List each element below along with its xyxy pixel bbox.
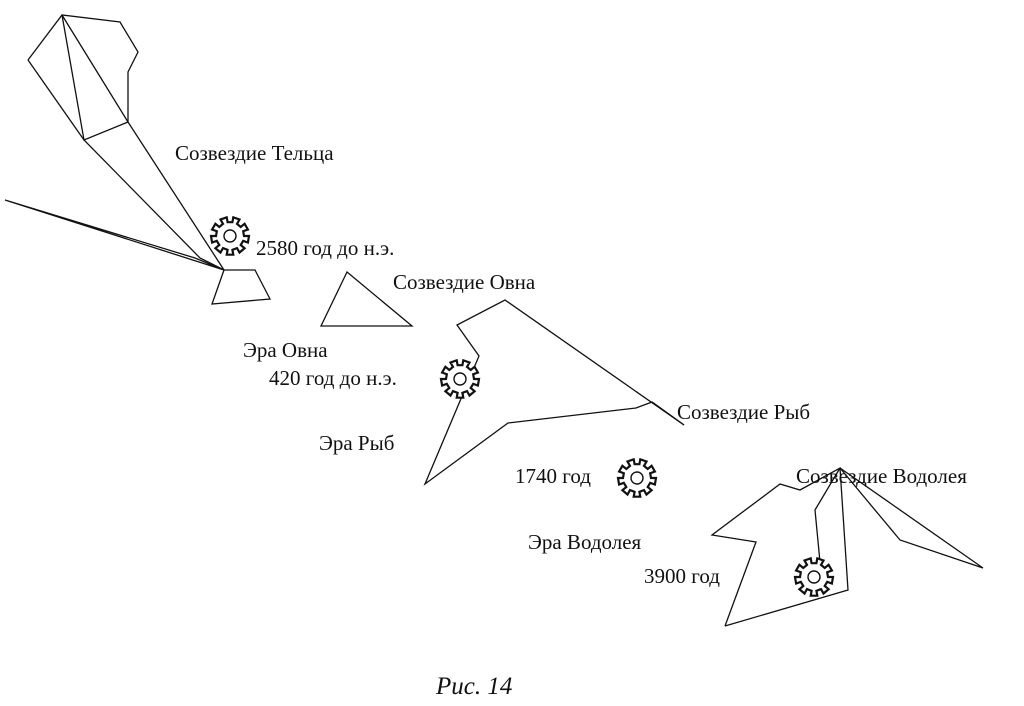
figure-caption: Рис. 14	[436, 673, 513, 700]
sun-markers	[209, 215, 835, 597]
sun-icon-2580-core	[223, 229, 237, 243]
sun-icon-2580-rim	[209, 215, 251, 256]
year-420-label: 420 год до н.э.	[269, 366, 397, 390]
taurus-constellation	[4, 14, 272, 305]
sun-icon-420-core	[453, 372, 467, 386]
year-2580-label: 2580 год до н.э.	[256, 236, 395, 260]
sun-icon-420	[439, 358, 481, 399]
aquarius-constellation	[710, 466, 984, 627]
sun-icon-1740-rim	[616, 457, 658, 498]
sun-icon-1740	[616, 457, 658, 498]
aquarius-label: Созвездие Водолея	[796, 464, 967, 488]
pisces-constellation	[423, 299, 685, 486]
aries-label: Созвездие Овна	[393, 270, 536, 294]
sun-icon-420-rim	[439, 358, 481, 399]
era-aquarius-label: Эра Водолея	[528, 530, 642, 554]
taurus-label: Созвездие Тельца	[175, 141, 334, 165]
era-pisces-label: Эра Рыб	[319, 431, 395, 455]
sun-icon-1740-core	[630, 471, 644, 485]
sun-icon-3900	[793, 556, 835, 597]
pisces-tail-line	[651, 401, 685, 426]
era-aries-label: Эра Овна	[243, 338, 328, 362]
sun-icon-3900-rim	[793, 556, 835, 597]
year-3900-label: 3900 год	[644, 564, 720, 588]
sun-icon-2580	[209, 215, 251, 256]
aries-constellation	[319, 270, 414, 327]
pisces-label: Созвездие Рыб	[677, 400, 811, 424]
year-1740-label: 1740 год	[515, 464, 591, 488]
sun-icon-3900-core	[807, 570, 821, 584]
